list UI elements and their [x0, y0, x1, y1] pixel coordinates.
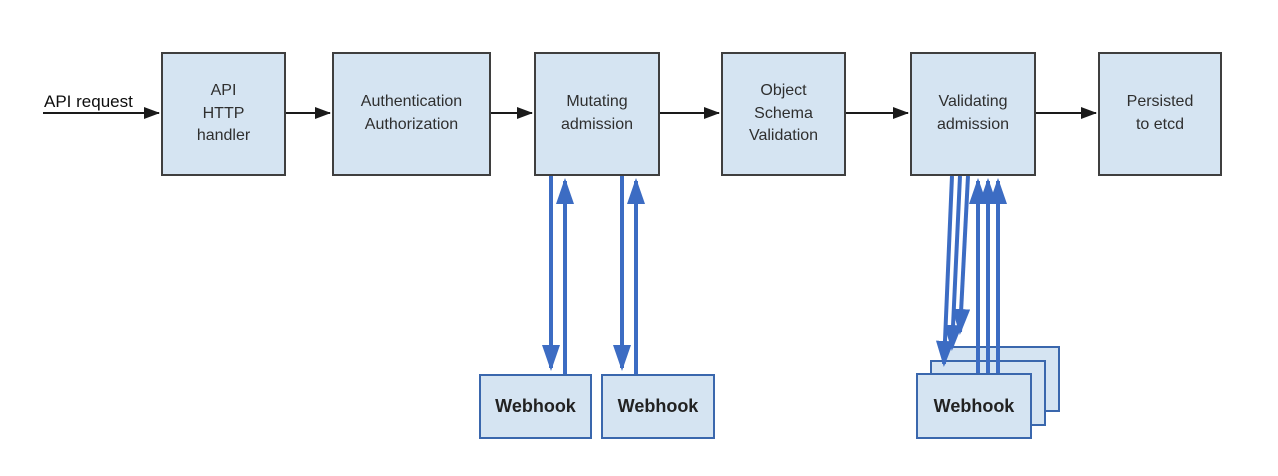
api-request-label: API request [44, 92, 133, 111]
mutating-webhook-1: Webhook [479, 374, 592, 439]
stage-api-http-handler: API HTTP handler [161, 52, 286, 176]
stage-mutating-admission: Mutating admission [534, 52, 660, 176]
validating-webhook-label: Webhook [933, 395, 1015, 416]
stage-authentication-authorization-label: Authentication Authorization [360, 93, 463, 133]
validating-webhook-stack-front: Webhook [916, 373, 1032, 439]
mutating-webhook-1-label: Webhook [495, 396, 576, 416]
arrow-validating-to-webhook-down-2 [944, 175, 963, 351]
stage-validating-admission-label: Validating admission [936, 93, 1010, 133]
arrow-validating-to-webhook-down-1 [935, 175, 954, 367]
arrow-validating-to-webhook-down-3 [952, 175, 971, 335]
stage-object-schema-validation-label: Object Schema Validation [748, 81, 819, 145]
stage-api-http-handler-label: API HTTP handler [196, 81, 251, 145]
mutating-webhook-2: Webhook [601, 374, 715, 439]
stage-object-schema-validation: Object Schema Validation [721, 52, 846, 176]
stage-persisted-to-etcd: Persisted to etcd [1098, 52, 1222, 176]
stage-persisted-to-etcd-label: Persisted to etcd [1126, 93, 1194, 133]
mutating-webhook-2-label: Webhook [617, 396, 699, 416]
stage-mutating-admission-label: Mutating admission [560, 93, 634, 133]
stage-authentication-authorization: Authentication Authorization [332, 52, 491, 176]
stage-validating-admission: Validating admission [910, 52, 1036, 176]
